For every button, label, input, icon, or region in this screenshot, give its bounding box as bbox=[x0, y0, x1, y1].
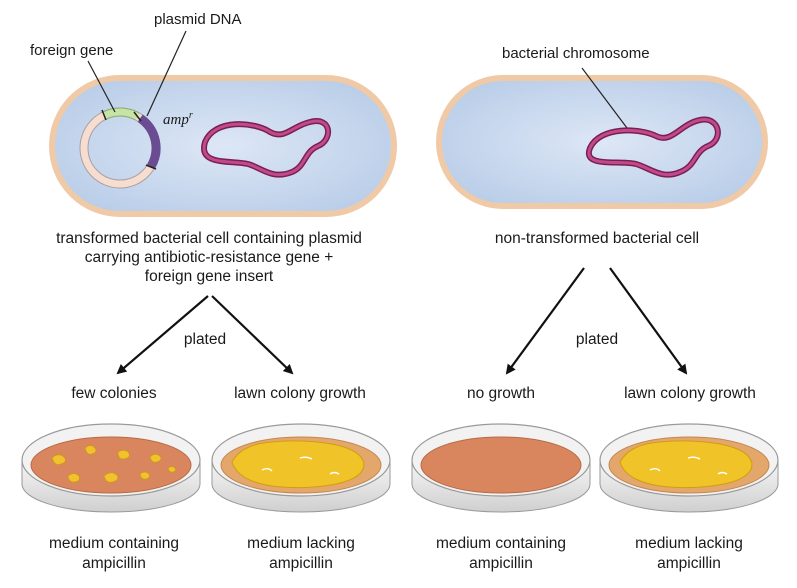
petri-dish-4 bbox=[599, 423, 779, 513]
lawn-growth bbox=[619, 440, 753, 489]
plate-2-result: lawn colony growth bbox=[234, 385, 366, 402]
left-plating-arrows bbox=[116, 295, 294, 375]
non-transformed-cell bbox=[436, 67, 768, 209]
non-transformed-cell-body bbox=[436, 75, 768, 209]
amp-resistance-sup: r bbox=[189, 110, 193, 121]
plate-4-medium: ampicillin bbox=[657, 555, 721, 572]
petri-dish-2 bbox=[211, 423, 391, 513]
plate-3-medium: ampicillin bbox=[469, 555, 533, 572]
plate-3-medium: medium containing bbox=[436, 535, 566, 552]
arrow-to-plate-2 bbox=[211, 295, 294, 375]
transformed-cell-body bbox=[49, 75, 397, 217]
non-transformed-caption: non-transformed bacterial cell bbox=[495, 230, 699, 247]
plate-2-medium: ampicillin bbox=[269, 555, 333, 572]
arrow-to-plate-4 bbox=[609, 267, 688, 375]
bacterial-chromosome-label: bacterial chromosome bbox=[502, 45, 650, 62]
right-plating-arrows bbox=[505, 267, 688, 375]
transformed-cell-caption: transformed bacterial cell containing pl… bbox=[56, 230, 362, 285]
transformed-cell bbox=[49, 30, 397, 217]
caption-line: transformed bacterial cell containing pl… bbox=[56, 230, 362, 247]
plated-label-right: plated bbox=[576, 331, 618, 348]
plate-1-medium: medium containing bbox=[49, 535, 179, 552]
plasmid-leader bbox=[146, 30, 187, 117]
medium-ampicillin bbox=[420, 436, 582, 494]
plate-4-result: lawn colony growth bbox=[624, 385, 756, 402]
gene-boundary-tick bbox=[133, 111, 142, 122]
amp-gene-segment bbox=[137, 114, 161, 169]
plate-1-result: few colonies bbox=[71, 385, 157, 402]
plate-1-medium: ampicillin bbox=[82, 555, 146, 572]
plasmid-dna-label: plasmid DNA bbox=[154, 11, 242, 28]
caption-line: foreign gene insert bbox=[145, 268, 274, 285]
lawn-growth bbox=[231, 440, 365, 489]
foreign-gene-label: foreign gene bbox=[30, 42, 113, 59]
arrow-to-plate-3 bbox=[505, 267, 585, 375]
petri-dish-1 bbox=[21, 423, 201, 513]
plated-label-left: plated bbox=[184, 331, 226, 348]
medium-ampicillin bbox=[30, 436, 192, 494]
plate-4-medium: medium lacking bbox=[635, 535, 743, 552]
plate-3-result: no growth bbox=[467, 385, 535, 402]
gene-boundary-tick bbox=[101, 109, 107, 121]
amp-resistance-text: amp bbox=[163, 112, 189, 128]
arrow-to-plate-1 bbox=[116, 295, 209, 375]
plate-2-medium: medium lacking bbox=[247, 535, 355, 552]
gene-boundary-tick bbox=[145, 164, 157, 170]
foreign-gene-leader bbox=[87, 60, 116, 113]
amp-resistance-label: ampr bbox=[163, 110, 193, 128]
chromosome-leader bbox=[581, 67, 628, 129]
petri-dish-3 bbox=[411, 423, 591, 513]
caption-line: carrying antibiotic-resistance gene + bbox=[85, 249, 334, 266]
colonies bbox=[51, 445, 177, 483]
